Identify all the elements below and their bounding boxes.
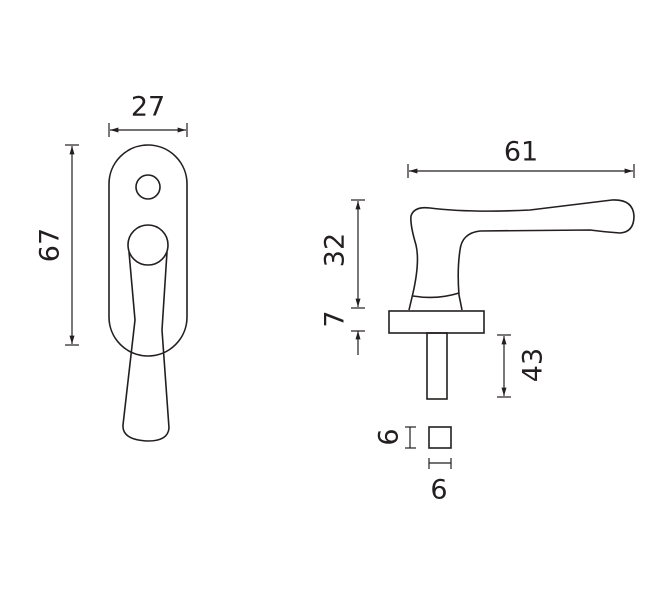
dimension-spindle-length: 43 <box>497 334 549 398</box>
screw-hole <box>135 174 161 200</box>
dimension-rosette-height: 67 <box>35 144 79 346</box>
base-plate <box>388 310 485 334</box>
dimension-rosette-width: 27 <box>108 92 188 137</box>
dimension-label-43: 43 <box>518 348 549 382</box>
dimension-label-67: 67 <box>35 228 66 262</box>
spindle-square-section <box>428 426 452 449</box>
dimension-square-height: 6 <box>374 426 416 449</box>
front-view <box>108 144 188 442</box>
dimension-square-width: 6 <box>428 458 452 506</box>
dimension-label-61: 61 <box>504 137 538 168</box>
spindle <box>426 332 448 400</box>
lever-hub <box>127 224 169 266</box>
dimension-lever-height: 32 7 <box>320 199 365 355</box>
dimension-label-27: 27 <box>131 92 165 123</box>
rosette-outline <box>108 144 188 357</box>
dimension-label-6-horizontal: 6 <box>430 475 447 506</box>
dimension-lever-length: 61 <box>407 137 635 178</box>
dimension-label-32: 32 <box>320 233 351 267</box>
dimension-label-7: 7 <box>320 310 351 327</box>
collar-line <box>412 292 460 299</box>
dimension-label-6-vertical: 6 <box>374 428 405 445</box>
lever-front <box>122 251 170 442</box>
lever-side <box>408 199 635 311</box>
side-view <box>388 199 635 449</box>
